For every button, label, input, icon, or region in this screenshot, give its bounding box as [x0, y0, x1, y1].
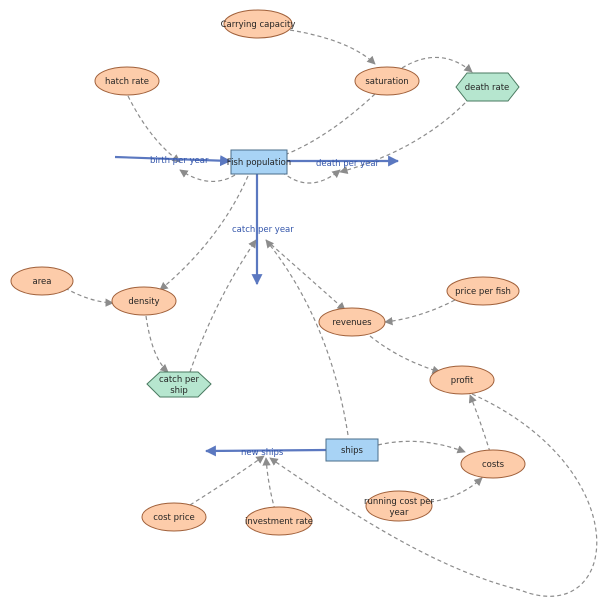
link-catch-valve-revenues[interactable] — [265, 239, 346, 311]
running-cost-label-line1: running cost per — [364, 497, 434, 507]
var-area[interactable]: area — [10, 266, 74, 296]
flow-new-ships-pipe[interactable] — [204, 445, 327, 457]
influence-links — [64, 29, 598, 597]
link-costs-profit[interactable] — [468, 394, 491, 453]
investment-rate-label: investment rate — [245, 517, 313, 527]
link-price-per-fish-revenues[interactable] — [384, 299, 456, 326]
profit-label: profit — [451, 376, 474, 386]
link-ships-catch-valve[interactable] — [265, 239, 349, 436]
stock-ships[interactable]: ships — [325, 438, 379, 462]
revenues-label: revenues — [332, 318, 372, 328]
var-profit[interactable]: profit — [429, 365, 495, 395]
ships-label: ships — [341, 446, 364, 456]
material-flows — [114, 155, 400, 457]
new-ships-label: new ships — [241, 448, 284, 458]
link-death-rate-death-valve[interactable] — [339, 97, 471, 175]
var-price-per-fish[interactable]: price per fish — [446, 276, 520, 306]
var-costs[interactable]: costs — [460, 449, 526, 479]
link-carrying-capacity-saturation[interactable] — [289, 29, 376, 65]
stock-fish-population[interactable]: Fish population — [227, 149, 291, 175]
catch-per-ship-label-line2: ship — [170, 386, 188, 396]
var-cost-price[interactable]: cost price — [141, 502, 207, 532]
link-saturation-death-rate[interactable] — [401, 56, 473, 73]
var-running-cost-per-year[interactable]: running cost per year — [364, 490, 434, 522]
death-rate-label: death rate — [465, 83, 510, 93]
aux-death-rate[interactable]: death rate — [455, 72, 520, 102]
price-per-fish-label: price per fish — [455, 287, 511, 297]
costs-label: costs — [482, 460, 505, 470]
link-ships-costs[interactable] — [377, 440, 466, 454]
density-label: density — [128, 297, 159, 307]
link-cost-price-new-ships-valve[interactable] — [189, 455, 265, 506]
aux-catch-per-ship[interactable]: catch per ship — [146, 371, 212, 398]
catch-per-year-label: catch per year — [232, 225, 294, 235]
flow-labels: birth per year death per year catch per … — [150, 156, 380, 458]
link-profit-new-ships-valve[interactable] — [269, 393, 598, 597]
hatch-rate-label: hatch rate — [105, 77, 149, 87]
running-cost-label-line2: year — [390, 508, 409, 518]
var-hatch-rate[interactable]: hatch rate — [94, 66, 160, 96]
link-fish-population-birth-valve[interactable] — [179, 169, 236, 182]
death-per-year-label: death per year — [316, 159, 380, 169]
link-hatch-rate-birth-valve[interactable] — [127, 95, 181, 163]
var-density[interactable]: density — [111, 286, 177, 316]
link-density-catch-per-ship[interactable] — [145, 315, 169, 373]
var-revenues[interactable]: revenues — [318, 307, 386, 337]
fish-population-label: Fish population — [227, 158, 291, 168]
area-label: area — [33, 277, 52, 287]
var-saturation[interactable]: saturation — [354, 66, 420, 96]
var-carrying-capacity[interactable]: Carrying capacity — [221, 9, 296, 39]
link-area-density[interactable] — [64, 287, 114, 307]
var-investment-rate[interactable]: investment rate — [245, 506, 313, 536]
carrying-capacity-label: Carrying capacity — [221, 20, 296, 30]
saturation-label: saturation — [365, 77, 408, 87]
birth-per-year-label: birth per year — [150, 156, 209, 166]
link-catch-per-ship-catch-valve[interactable] — [189, 239, 257, 373]
link-revenues-profit[interactable] — [369, 335, 441, 374]
link-investment-rate-new-ships-valve[interactable] — [262, 457, 276, 511]
cost-price-label: cost price — [153, 513, 195, 523]
link-running-cost-costs[interactable] — [429, 477, 483, 503]
link-fish-population-density[interactable] — [159, 175, 249, 291]
flow-birth-per-year-pipe[interactable] — [114, 155, 232, 167]
link-fish-population-death-valve[interactable] — [281, 169, 341, 184]
catch-per-ship-label-line1: catch per — [159, 375, 200, 385]
